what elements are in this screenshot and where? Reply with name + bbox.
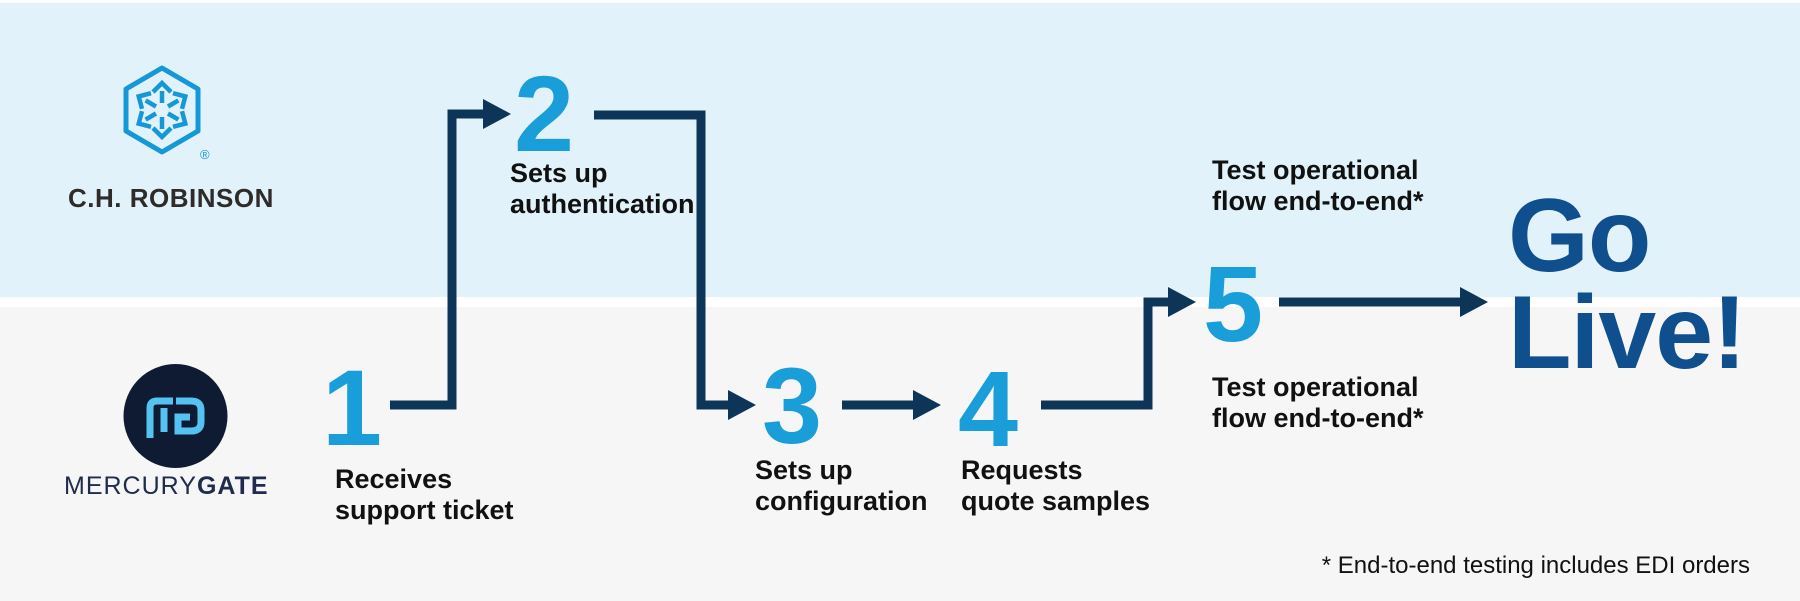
footnote-text: * End-to-end testing includes EDI orders xyxy=(1321,552,1750,579)
step-5-label-bottom: Test operational flow end-to-end* xyxy=(1212,372,1424,433)
step-1-label: Receives support ticket xyxy=(335,464,514,525)
step-5-label-top: Test operational flow end-to-end* xyxy=(1212,155,1424,216)
step-4-label: Requests quote samples xyxy=(961,455,1151,516)
go-live-text: Go Live! xyxy=(1508,178,1747,391)
step-3-label: Sets up configuration xyxy=(755,455,928,516)
hexagon-arrows-icon: ® xyxy=(123,65,210,162)
step-3-number: 3 xyxy=(762,345,823,466)
step-1-number: 1 xyxy=(322,347,383,468)
mercurygate-wordmark-regular: MERCURY xyxy=(64,472,197,500)
step-2-label: Sets up authentication xyxy=(510,158,695,219)
chrobinson-band-background xyxy=(0,3,1800,297)
mercurygate-wordmark-bold: GATE xyxy=(196,472,269,500)
step-5-number: 5 xyxy=(1203,243,1264,364)
mercurygate-wordmark: MERCURYGATE xyxy=(64,472,269,501)
chrobinson-wordmark: C.H. ROBINSON xyxy=(68,183,274,213)
step-4-number: 4 xyxy=(958,348,1019,469)
mg-monogram-icon xyxy=(123,364,228,468)
registered-trademark-icon: ® xyxy=(200,147,210,162)
step-2-number: 2 xyxy=(514,53,575,174)
mercurygate-band-background xyxy=(0,307,1800,601)
